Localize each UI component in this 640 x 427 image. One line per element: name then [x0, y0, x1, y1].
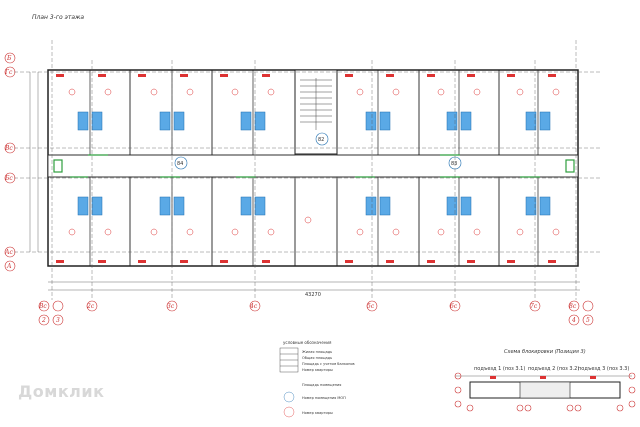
watermark-logo: Домклик [18, 382, 105, 401]
axis-bottom-6: 7с [530, 303, 538, 310]
axis-left-4: А [6, 263, 12, 270]
axis-bottom-0: Вс [38, 303, 47, 310]
axis-bottom-circle-r1: 5 [586, 317, 590, 324]
axis-bottom-5: 6с [450, 303, 458, 310]
axis-left-top: Б [6, 55, 12, 62]
axis-bottom-circle-r0: 4 [571, 317, 576, 324]
axis-bottom-circle-l0: 2 [41, 317, 46, 324]
scheme-section-1: подъезд 1 (поз 3.1) [474, 366, 525, 372]
scheme-title: Схема блокировки (Позиция 3) [504, 349, 586, 355]
left-axis-bubbles [4, 52, 16, 272]
blocking-scheme [454, 372, 636, 412]
axis-left-1: Вс [4, 145, 13, 152]
dimension-lines [29, 72, 580, 291]
corridor-marker-2 [315, 132, 329, 146]
axis-left-0: Гс [4, 69, 13, 76]
legend-item-0: Жилая площадь [302, 350, 333, 354]
legend-item-3: Номер квартиры [302, 368, 333, 372]
bottom-apartments [47, 176, 579, 267]
axis-bottom-4: 5с [367, 303, 375, 310]
axis-lines [14, 40, 600, 300]
plan-title: План 3-го этажа [32, 14, 85, 21]
axis-left-2: Бс [4, 175, 13, 182]
corridor-label-1: 84 [177, 161, 183, 167]
legend-title: условные обозначения [283, 340, 332, 345]
legend-graphics [279, 347, 299, 418]
axis-bottom-3: 4с [249, 303, 258, 310]
legend-item-1: Общая площадь [302, 356, 333, 360]
legend-item-6: Номер квартиры [302, 411, 333, 415]
axis-bottom-1: 2с [86, 303, 95, 310]
kitchen-marks [53, 154, 575, 178]
room-markers [68, 88, 560, 236]
bottom-axis-bubbles [38, 300, 594, 326]
axis-left-3: Ас [4, 249, 14, 256]
scheme-section-2: подъезд 2 (поз 3.2) [528, 366, 579, 372]
bathroom-fixtures [77, 111, 551, 216]
corridor [47, 154, 579, 178]
room-tags [56, 74, 556, 263]
stair-steps [300, 78, 332, 130]
legend-item-2: Площадь с учетом балконов [302, 362, 355, 366]
axis-bottom-2: 3с [167, 303, 175, 310]
legend-item-4: Площадь помещения [302, 383, 342, 387]
corridor-label-3: 83 [451, 161, 457, 167]
scheme-section-3: подъезд 3 (поз 3.3) [578, 366, 629, 372]
legend-item-5: Номер помещения МОП [302, 396, 346, 400]
corridor-label-2: 82 [318, 137, 324, 143]
axis-bottom-circle-l1: 3 [56, 317, 60, 324]
axis-bottom-7: 8с [569, 303, 577, 310]
corridor-marker-1 [174, 156, 188, 170]
overall-dimension: 43270 [305, 292, 321, 298]
